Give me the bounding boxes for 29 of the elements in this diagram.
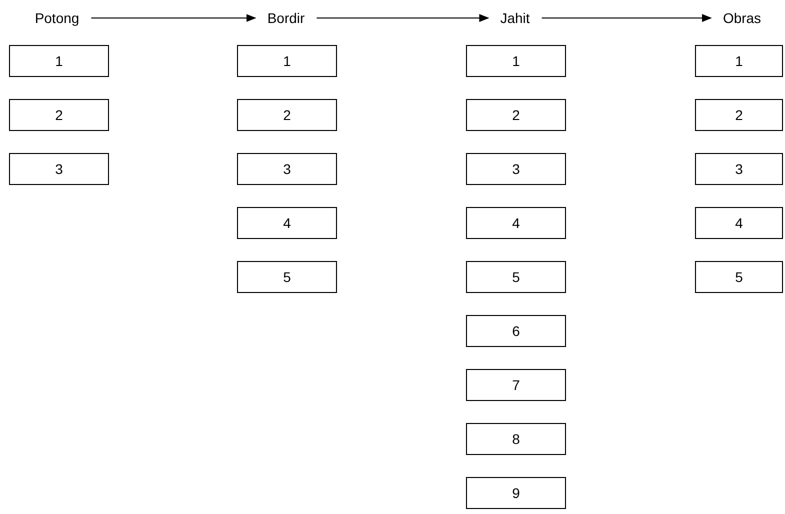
numbered-box: 3 <box>695 153 783 185</box>
numbered-box: 5 <box>695 261 783 293</box>
numbered-box: 1 <box>695 45 783 77</box>
numbered-box: 7 <box>466 369 566 401</box>
numbered-box: 1 <box>9 45 109 77</box>
numbered-box: 1 <box>466 45 566 77</box>
arrow <box>316 14 490 22</box>
numbered-box: 6 <box>466 315 566 347</box>
numbered-box: 2 <box>695 99 783 131</box>
numbered-box: 9 <box>466 477 566 509</box>
stage-label: Jahit <box>500 9 530 27</box>
numbered-box: 4 <box>466 207 566 239</box>
numbered-box: 2 <box>9 99 109 131</box>
arrow <box>541 14 712 22</box>
numbered-box: 4 <box>695 207 783 239</box>
numbered-box: 2 <box>466 99 566 131</box>
numbered-box: 5 <box>237 261 337 293</box>
stage-label: Bordir <box>267 9 305 27</box>
arrow <box>90 14 256 22</box>
numbered-box: 1 <box>237 45 337 77</box>
numbered-box: 2 <box>237 99 337 131</box>
numbered-box: 3 <box>9 153 109 185</box>
numbered-box: 5 <box>466 261 566 293</box>
numbered-box: 3 <box>237 153 337 185</box>
stage-label: Potong <box>34 9 80 27</box>
numbered-box: 3 <box>466 153 566 185</box>
stage-label: Obras <box>722 9 762 27</box>
numbered-box: 8 <box>466 423 566 455</box>
numbered-box: 4 <box>237 207 337 239</box>
